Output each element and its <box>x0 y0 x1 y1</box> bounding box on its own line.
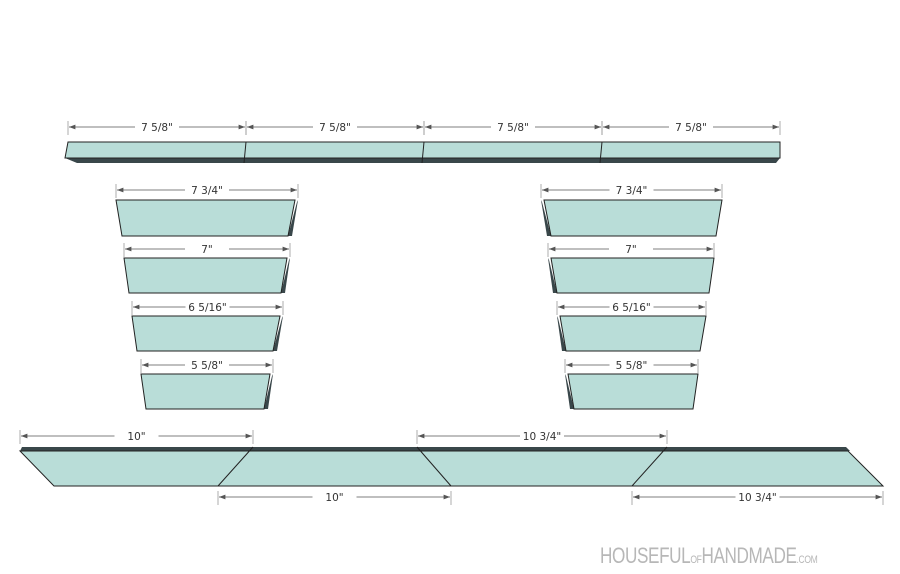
right-piece-edge <box>557 316 566 351</box>
bottom-board-edge <box>20 447 850 451</box>
right-piece-edge <box>541 200 551 236</box>
right-piece-dimension: 5 5/8" <box>564 358 699 373</box>
label-bg <box>735 490 780 503</box>
label-bg <box>312 490 357 503</box>
label-bg <box>669 120 713 133</box>
dimension-label: 10 3/4" <box>523 431 561 443</box>
bottom-board-dimension: 10 3/4" <box>631 490 884 505</box>
left-piece-edge <box>273 316 283 351</box>
left-piece-1 <box>115 199 296 237</box>
dimension-label: 10 3/4" <box>738 492 776 504</box>
label-bg <box>185 358 229 371</box>
site-logo: HOUSEFULOFHANDMADE.COM <box>600 543 818 568</box>
bottom-board <box>18 450 885 487</box>
dimension-label: 10" <box>325 492 343 504</box>
left-piece-dimension: 5 5/8" <box>140 358 274 373</box>
right-piece-1 <box>543 199 723 237</box>
dimension-label: 5 5/8" <box>191 360 223 372</box>
cut-line <box>631 446 668 487</box>
label-bg <box>609 300 654 313</box>
right-piece-3 <box>559 315 707 352</box>
right-piece-dimension: 6 5/16" <box>556 300 707 315</box>
right-piece-edge <box>565 374 574 409</box>
dimension-label: 6 5/16" <box>188 302 226 314</box>
label-bg <box>114 429 159 442</box>
top-rail-dimension: 7 5/8" <box>67 120 247 135</box>
cut-line <box>243 141 247 164</box>
left-piece-4 <box>140 373 271 410</box>
left-piece-edge <box>264 374 273 409</box>
bottom-board-dimension: 10 3/4" <box>416 429 668 444</box>
top-rail-dimension: 7 5/8" <box>423 120 603 135</box>
left-piece-edge <box>281 258 290 293</box>
dimension-label: 6 5/16" <box>612 302 650 314</box>
label-bg <box>185 183 229 196</box>
label-bg <box>491 120 535 133</box>
label-bg <box>185 242 229 255</box>
bottom-board-dimension: 10" <box>217 490 452 505</box>
dimension-label: 7" <box>625 244 637 256</box>
cut-line <box>416 446 452 487</box>
left-piece-dimension: 7" <box>123 242 291 257</box>
cut-line <box>599 141 603 164</box>
label-bg <box>135 120 179 133</box>
dimension-label: 7 3/4" <box>616 185 648 197</box>
dimension-label: 7 5/8" <box>675 122 707 134</box>
left-piece-2 <box>123 257 288 294</box>
dimension-label: 10" <box>127 431 145 443</box>
right-piece-dimension: 7 3/4" <box>540 183 723 198</box>
label-bg <box>313 120 357 133</box>
right-piece-dimension: 7" <box>547 242 715 257</box>
top-rail-dimension: 7 5/8" <box>601 120 781 135</box>
label-bg <box>609 358 654 371</box>
left-piece-dimension: 7 3/4" <box>115 183 299 198</box>
dimension-label: 5 5/8" <box>616 360 648 372</box>
cut-line <box>421 141 425 164</box>
left-piece-dimension: 6 5/16" <box>131 300 284 315</box>
cut-line <box>217 446 254 487</box>
dimension-label: 7 5/8" <box>141 122 173 134</box>
dimension-label: 7" <box>201 244 213 256</box>
left-piece-3 <box>131 315 281 352</box>
dimension-label: 7 5/8" <box>497 122 529 134</box>
label-bg <box>609 183 654 196</box>
left-piece-edge <box>288 200 298 236</box>
bottom-board-dimension: 10" <box>19 429 254 444</box>
label-bg <box>609 242 653 255</box>
label-bg <box>520 429 564 442</box>
right-piece-edge <box>548 258 557 293</box>
top-rail-dimension: 7 5/8" <box>245 120 425 135</box>
right-piece-4 <box>567 373 699 410</box>
label-bg <box>185 300 230 313</box>
dimension-label: 7 3/4" <box>191 185 223 197</box>
right-piece-2 <box>550 257 715 294</box>
dimension-label: 7 5/8" <box>319 122 351 134</box>
